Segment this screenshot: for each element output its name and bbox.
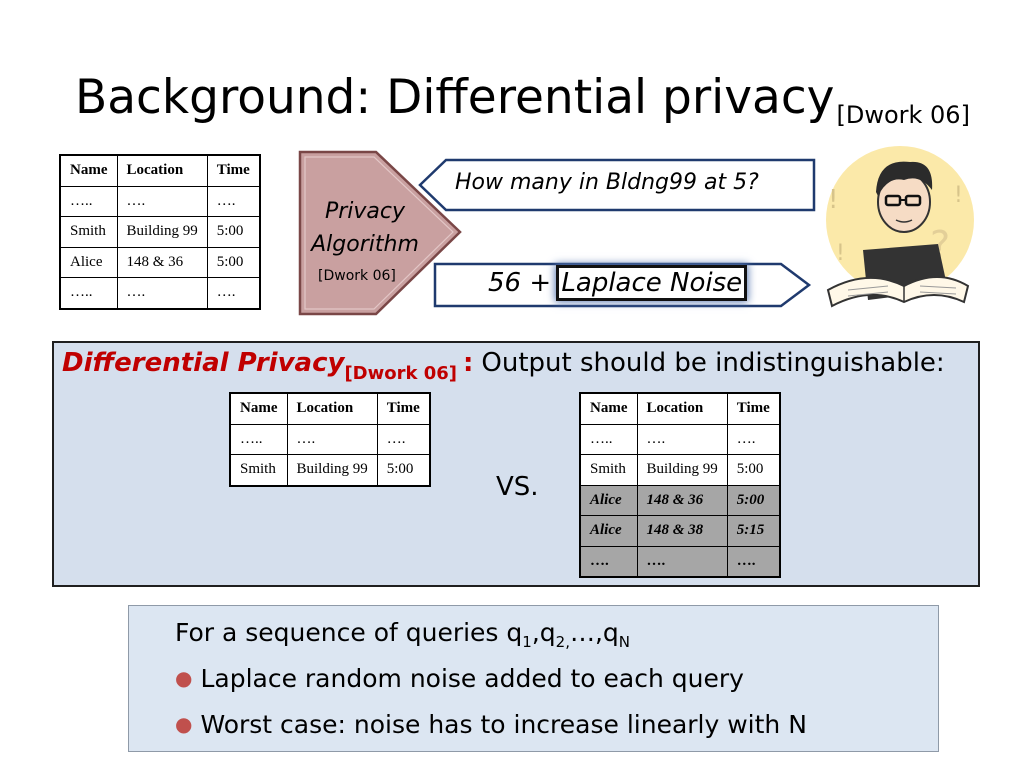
cell: ….. [579, 423, 638, 455]
laplace-noise-label: Laplace Noise [556, 265, 748, 301]
cell: Alice [579, 515, 638, 547]
cell: …. [636, 545, 728, 578]
bullet-item: ● Worst case: noise has to increase linea… [175, 710, 807, 739]
query-sequence-panel [128, 605, 939, 752]
cell: Smith [59, 216, 118, 248]
vs-label: VS. [496, 472, 539, 502]
col-name-header: Name [579, 392, 638, 425]
qn-subscript: N [618, 633, 631, 651]
cell: Alice [579, 484, 638, 516]
cell: Smith [579, 454, 638, 486]
cell: …. [116, 185, 208, 217]
cell: 5:00 [206, 246, 261, 278]
table-row: ….. …. …. [229, 423, 431, 455]
highlighted-row: Alice 148 & 38 5:15 [579, 515, 781, 547]
table-row: ….. …. …. [59, 277, 261, 309]
table-header-row: Name Location Time [579, 392, 781, 425]
table-header-row: Name Location Time [59, 154, 261, 187]
cell: ….. [229, 423, 288, 455]
title-ref: [Dwork 06] [836, 101, 970, 129]
cell: 5:15 [726, 515, 781, 547]
title-main: Background: Differential privacy [75, 70, 835, 125]
table-header-row: Name Location Time [229, 392, 431, 425]
highlighted-row: Alice 148 & 36 5:00 [579, 484, 781, 516]
cell: …. [636, 423, 728, 455]
bullet-item: ● Laplace random noise added to each quer… [175, 664, 744, 693]
cell: …. [726, 545, 781, 578]
neighbor-table-with-alice: Name Location Time ….. …. …. Smith Build… [579, 392, 781, 578]
cell: …. [206, 185, 261, 217]
cell: Building 99 [286, 454, 378, 486]
bullet-text: Worst case: noise has to increase linear… [200, 710, 807, 739]
privacy-algorithm-label: Privacy Algorithm [300, 195, 430, 261]
cell: …. [206, 277, 261, 309]
col-time-header: Time [206, 154, 261, 187]
table-row: Smith Building 99 5:00 [229, 454, 431, 486]
cell: 5:00 [206, 216, 261, 248]
col-time-header: Time [376, 392, 431, 425]
svg-text:!: ! [828, 185, 838, 215]
highlighted-row: …. …. …. [579, 545, 781, 578]
col-name-header: Name [59, 154, 118, 187]
intro-text: For a sequence of queries q [175, 618, 523, 647]
col-location-header: Location [116, 154, 208, 187]
query-text: How many in Bldng99 at 5? [455, 170, 759, 195]
query-sequence-intro: For a sequence of queries q1,q2,…,qN [175, 618, 630, 651]
table-row: Smith Building 99 5:00 [579, 454, 781, 486]
cell: 5:00 [726, 484, 781, 516]
privacy-algorithm-arrow [298, 150, 462, 316]
q2-subscript: 2, [555, 633, 570, 651]
table-row: Smith Building 99 5:00 [59, 216, 261, 248]
cell: 5:00 [726, 454, 781, 486]
table-row: ….. …. …. [579, 423, 781, 455]
table-row: Alice 148 & 36 5:00 [59, 246, 261, 278]
algorithm-ref: [Dwork 06] [318, 268, 396, 284]
table-row: ….. …. …. [59, 185, 261, 217]
response-arrow [433, 262, 812, 308]
cell: 148 & 36 [116, 246, 208, 278]
dp-term: Differential Privacy [62, 348, 345, 378]
cell: …. [286, 423, 378, 455]
cell: Smith [229, 454, 288, 486]
cell: …. [376, 423, 431, 455]
bullet-dot-icon: ● [175, 712, 193, 736]
cell: ….. [59, 185, 118, 217]
neighbor-table-without-alice: Name Location Time ….. …. …. Smith Build… [229, 392, 431, 487]
cell: …. [726, 423, 781, 455]
algorithm-line2: Algorithm [311, 232, 419, 257]
col-name-header: Name [229, 392, 288, 425]
cell: …. [579, 545, 638, 578]
algorithm-line1: Privacy [324, 199, 406, 224]
q1-subscript: 1 [522, 633, 532, 651]
database-table: Name Location Time ….. …. …. Smith Build… [59, 154, 261, 310]
col-location-header: Location [636, 392, 728, 425]
dp-heading: Differential Privacy[Dwork 06]:Output sh… [62, 348, 945, 384]
cell: Alice [59, 246, 118, 278]
dp-ref: [Dwork 06] [344, 363, 457, 384]
col-time-header: Time [726, 392, 781, 425]
page-title: Background: Differential privacy[Dwork 0… [75, 70, 970, 143]
bullet-dot-icon: ● [175, 666, 193, 690]
svg-text:!: ! [954, 183, 963, 208]
query-arrow [418, 158, 816, 212]
cell: Building 99 [636, 454, 728, 486]
dp-statement: Output should be indistinguishable: [481, 348, 945, 378]
col-location-header: Location [286, 392, 378, 425]
response-prefix: 56 + [488, 268, 560, 298]
cell: 148 & 38 [636, 515, 728, 547]
cell: 5:00 [376, 454, 431, 486]
cell: ….. [59, 277, 118, 309]
intro-q2: ,q [531, 618, 556, 647]
intro-qn: …,q [569, 618, 619, 647]
differential-privacy-panel [52, 341, 980, 587]
analyst-reading-icon: ! ! ! ? [826, 146, 974, 308]
response-text: 56 + Laplace Noise [488, 265, 748, 301]
cell: …. [116, 277, 208, 309]
bullet-text: Laplace random noise added to each query [200, 664, 744, 693]
cell: Building 99 [116, 216, 208, 248]
cell: 148 & 36 [636, 484, 728, 516]
svg-text:!: ! [836, 241, 845, 266]
dp-colon: : [463, 348, 474, 378]
